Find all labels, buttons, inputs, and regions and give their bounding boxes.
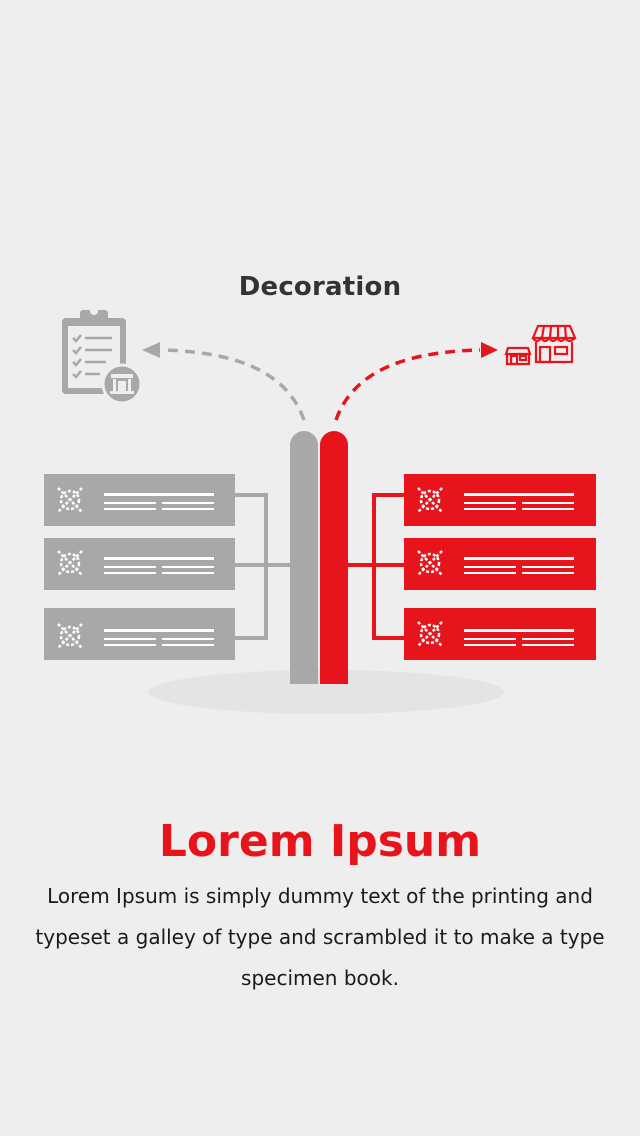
description-text: Lorem Ipsum is simply dummy text of the … — [35, 884, 605, 990]
illustration-canvas — [44, 307, 596, 714]
right-row-3 — [404, 608, 596, 660]
red-pillar — [320, 431, 348, 684]
left-row-3 — [44, 608, 235, 660]
left-row-1 — [44, 474, 235, 526]
right-row-2 — [404, 538, 596, 590]
clipboard-checklist-icon — [62, 307, 143, 405]
floor-shadow — [148, 670, 504, 714]
storefront-icon — [504, 324, 577, 366]
grey-pillar — [290, 431, 318, 684]
grey-arrowhead — [142, 342, 160, 358]
page-title: Lorem Ipsum — [158, 816, 482, 867]
right-connectors — [348, 493, 406, 640]
red-dashed-arrow — [334, 348, 481, 421]
right-row-1 — [404, 474, 596, 526]
red-arrowhead — [481, 342, 498, 358]
onboarding-illustration: Decoration — [44, 272, 596, 714]
left-connectors — [234, 493, 292, 640]
left-row-2 — [44, 538, 235, 590]
grey-dashed-arrow — [161, 348, 306, 421]
decoration-label: Decoration — [238, 272, 402, 302]
